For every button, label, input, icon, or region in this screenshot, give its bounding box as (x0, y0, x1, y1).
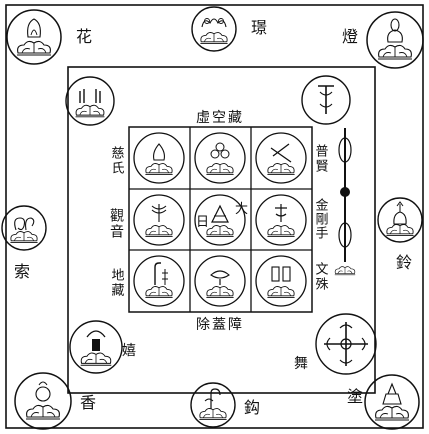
grid-cell-6 (255, 194, 307, 246)
right-label-1: 普賢 (313, 144, 329, 174)
grid-cell-5 (194, 194, 246, 246)
lotus-flower-icon (16, 18, 52, 56)
outer-left-medallion (1, 205, 47, 251)
left-label-1: 慈氏 (109, 146, 125, 176)
outer-label-left: 索 (14, 262, 30, 281)
corner-top-right-medallion (366, 11, 424, 69)
corner-top-left-medallion (6, 9, 62, 65)
corner-label-top-right: 燈 (342, 27, 358, 46)
lotus-garland-icon (199, 18, 229, 44)
vajra-bell-icon (385, 201, 415, 236)
inner-square (67, 66, 376, 394)
grid-center-label-right: 大 (235, 202, 248, 217)
lotus-incense-icon (25, 381, 61, 420)
corner-bottom-left-medallion (14, 372, 72, 430)
corner-bottom-right-medallion (364, 374, 420, 430)
inner-corner-label-bottom-right: 舞 (294, 356, 308, 372)
long-vajra-icon (338, 128, 352, 262)
grid-cell-7 (133, 255, 185, 307)
right-label-3: 文殊 (313, 262, 329, 292)
lotus-hook-icon (198, 388, 228, 420)
left-label-2: 觀音 (108, 208, 124, 240)
outer-label-right: 鈴 (396, 253, 412, 272)
inner-bottom-right-medallion (315, 313, 377, 375)
grid-center-label-left: 日 (196, 215, 209, 230)
lotus-vajra-icon (80, 330, 112, 366)
vajra-icon (318, 85, 334, 114)
outer-top-medallion (191, 6, 237, 52)
lotus-stupa-icon (374, 382, 410, 421)
inner-label-bottom: 除蓋障 (196, 317, 244, 333)
right-label-2: 金剛手 (313, 197, 329, 240)
grid-cell-4 (133, 194, 185, 246)
grid-cell-3 (255, 132, 307, 184)
inner-top-right-medallion (301, 75, 351, 125)
outer-label-bottom: 鈎 (244, 398, 260, 417)
lotus-lamp-icon (377, 18, 413, 60)
inner-label-top: 虛空藏 (196, 110, 244, 126)
central-grid (128, 126, 313, 313)
grid-cell-1 (133, 132, 185, 184)
grid-cell-9 (255, 255, 307, 307)
corner-label-top-left: 花 (76, 27, 92, 46)
inner-bottom-left-medallion (69, 320, 123, 374)
lotus-noose-icon (9, 217, 39, 243)
outer-bottom-medallion (190, 382, 236, 428)
lotus-icon (334, 266, 356, 276)
corner-label-bottom-left: 香 (80, 393, 96, 412)
left-label-3: 地藏 (109, 268, 125, 298)
outer-right-medallion (377, 197, 423, 243)
grid-cell-2 (194, 132, 246, 184)
inner-top-left-medallion (65, 76, 115, 126)
corner-label-bottom-right: 塗 (347, 387, 363, 406)
double-vajra-icon (324, 322, 368, 366)
grid-cell-8 (194, 255, 246, 307)
inner-corner-label-bottom-left: 嬉 (122, 343, 136, 359)
lotus-hands-icon (75, 89, 105, 118)
outer-label-top: 璟 (251, 18, 267, 37)
